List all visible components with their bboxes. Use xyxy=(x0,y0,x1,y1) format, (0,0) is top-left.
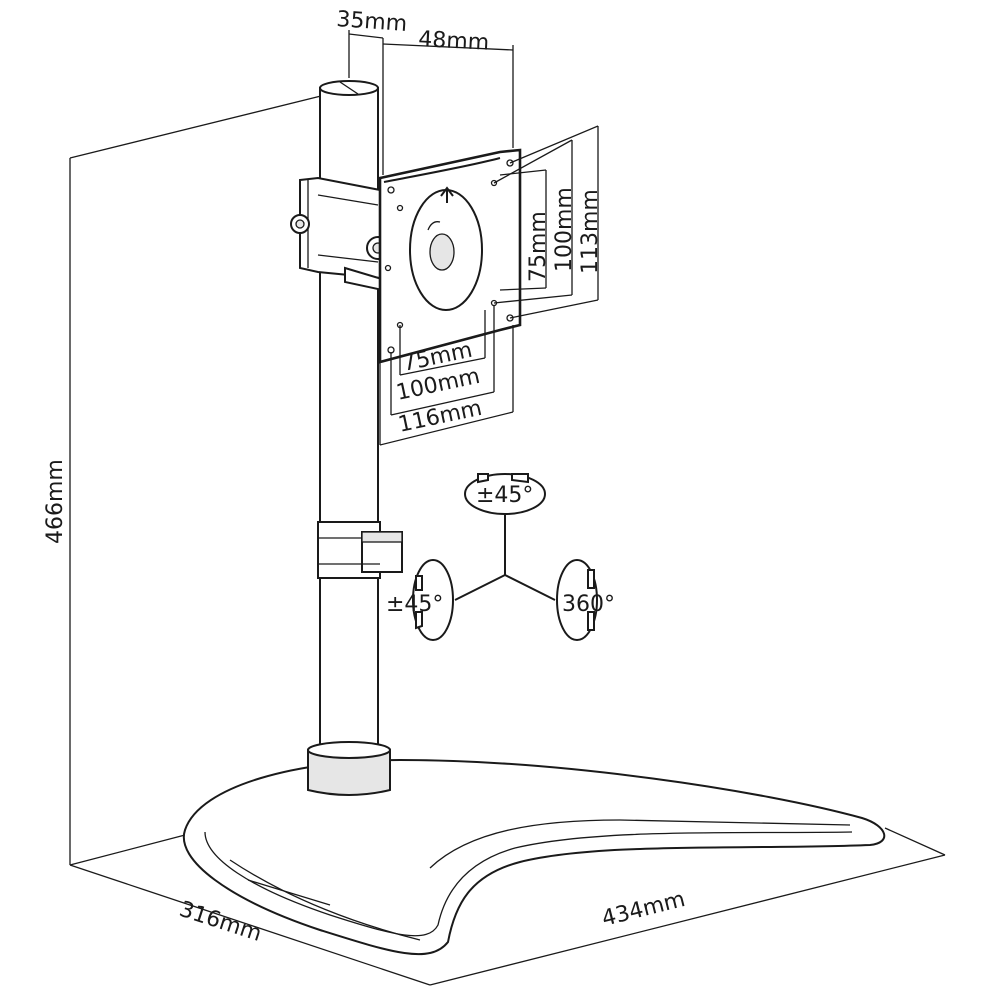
stand-base xyxy=(182,758,886,956)
vesa-plate xyxy=(378,148,522,364)
vesa-v-113-label: 113mm xyxy=(578,189,603,274)
tilt-label: ±45° xyxy=(476,483,533,508)
plate-offset-label: 48mm xyxy=(418,27,490,56)
overall-dimension-lines xyxy=(69,94,946,986)
vesa-v-100-label: 100mm xyxy=(552,187,577,272)
tilt-rotation-ellipse xyxy=(464,473,546,515)
cable-clip xyxy=(317,521,403,579)
pole-clamp xyxy=(290,176,393,294)
swivel-label: ±45° xyxy=(386,592,443,617)
width-label: 434mm xyxy=(599,887,687,932)
vesa-horizontal-dimension-lines xyxy=(379,305,514,446)
vesa-vertical-dimension-lines xyxy=(493,125,599,319)
rotate-label: 360° xyxy=(562,592,615,617)
rotation-indicator xyxy=(412,473,598,641)
pole-offset-label: 35mm xyxy=(336,7,408,37)
rotation-labels: ±45° ±45° 360° xyxy=(386,483,615,617)
height-label: 466mm xyxy=(43,459,68,544)
depth-label: 316mm xyxy=(176,897,264,947)
top-dimension-lines xyxy=(348,30,514,175)
vesa-v-75-label: 75mm xyxy=(526,211,551,282)
